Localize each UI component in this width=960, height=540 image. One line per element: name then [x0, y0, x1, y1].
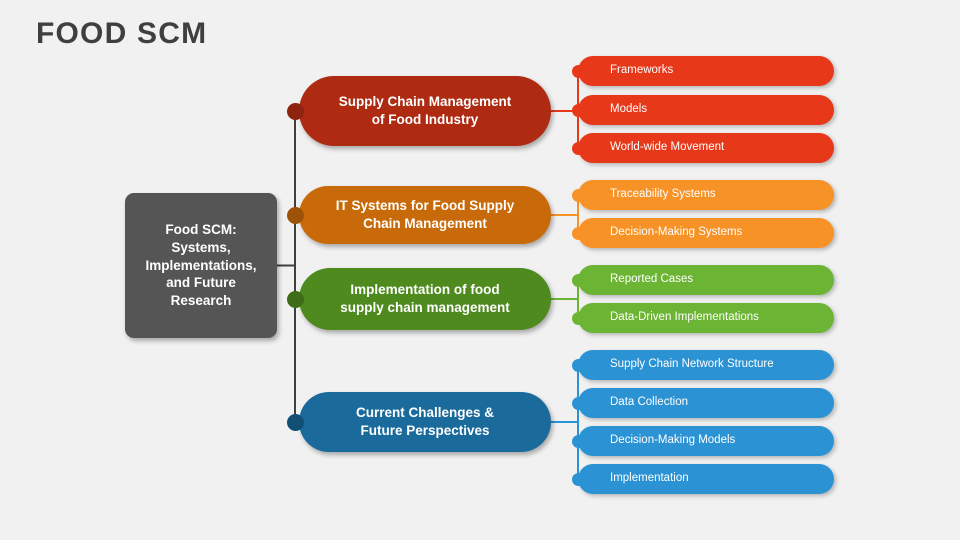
- branch-node-label: Implementation of food supply chain mana…: [340, 282, 510, 315]
- leaf-node-3-1[interactable]: Reported Cases: [578, 265, 834, 295]
- leaf-connector-dot: [571, 396, 585, 410]
- leaf-connector-dot: [571, 311, 585, 325]
- leaf-node-label: Data Collection: [610, 396, 688, 409]
- branch-node-label: Supply Chain Management of Food Industry: [338, 94, 512, 127]
- branch-connector-dot: [287, 207, 304, 224]
- root-node[interactable]: Food SCM: Systems, Implementations, and …: [125, 193, 277, 338]
- branch-connector-dot: [287, 103, 304, 120]
- leaf-node-4-4[interactable]: Implementation: [578, 464, 834, 494]
- leaf-node-label: Implementation: [610, 472, 689, 485]
- leaf-connector-dot: [571, 188, 585, 202]
- leaf-node-label: World-wide Movement: [610, 141, 725, 154]
- leaf-node-2-1[interactable]: Traceability Systems: [578, 180, 834, 210]
- leaf-connector-dot: [571, 141, 585, 155]
- leaf-node-1-2[interactable]: Models: [578, 95, 834, 125]
- leaf-node-label: Decision-Making Systems: [610, 226, 743, 239]
- leaf-node-label: Supply Chain Network Structure: [610, 358, 774, 371]
- leaf-node-1-1[interactable]: Frameworks: [578, 56, 834, 86]
- leaf-node-label: Frameworks: [610, 64, 674, 77]
- leaf-node-label: Data-Driven Implementations: [610, 311, 759, 324]
- leaf-node-4-2[interactable]: Data Collection: [578, 388, 834, 418]
- branch-connector-dot: [287, 414, 304, 431]
- leaf-connector-dot: [571, 226, 585, 240]
- branch-node-3[interactable]: Implementation of food supply chain mana…: [299, 268, 551, 330]
- branch-node-label: Current Challenges & Future Perspectives: [355, 405, 495, 438]
- branch-node-2[interactable]: IT Systems for Food Supply Chain Managem…: [299, 186, 551, 244]
- leaf-connector-dot: [571, 273, 585, 287]
- leaf-connector-dot: [571, 64, 585, 78]
- leaf-node-4-1[interactable]: Supply Chain Network Structure: [578, 350, 834, 380]
- leaf-node-label: Decision-Making Models: [610, 434, 736, 447]
- branch-node-label: IT Systems for Food Supply Chain Managem…: [335, 198, 515, 231]
- branch-node-1[interactable]: Supply Chain Management of Food Industry: [299, 76, 551, 146]
- leaf-connector-dot: [571, 434, 585, 448]
- leaf-node-label: Traceability Systems: [610, 188, 716, 201]
- leaf-node-1-3[interactable]: World-wide Movement: [578, 133, 834, 163]
- branch-node-4[interactable]: Current Challenges & Future Perspectives: [299, 392, 551, 452]
- leaf-node-4-3[interactable]: Decision-Making Models: [578, 426, 834, 456]
- leaf-connector-dot: [571, 103, 585, 117]
- page-title: FOOD SCM: [36, 17, 208, 50]
- leaf-node-2-2[interactable]: Decision-Making Systems: [578, 218, 834, 248]
- leaf-node-label: Models: [610, 103, 648, 116]
- root-node-label: Food SCM: Systems, Implementations, and …: [145, 221, 257, 309]
- leaf-connector-dot: [571, 358, 585, 372]
- leaf-connector-dot: [571, 472, 585, 486]
- leaf-node-3-2[interactable]: Data-Driven Implementations: [578, 303, 834, 333]
- branch-connector-dot: [287, 291, 304, 308]
- leaf-node-label: Reported Cases: [610, 273, 694, 286]
